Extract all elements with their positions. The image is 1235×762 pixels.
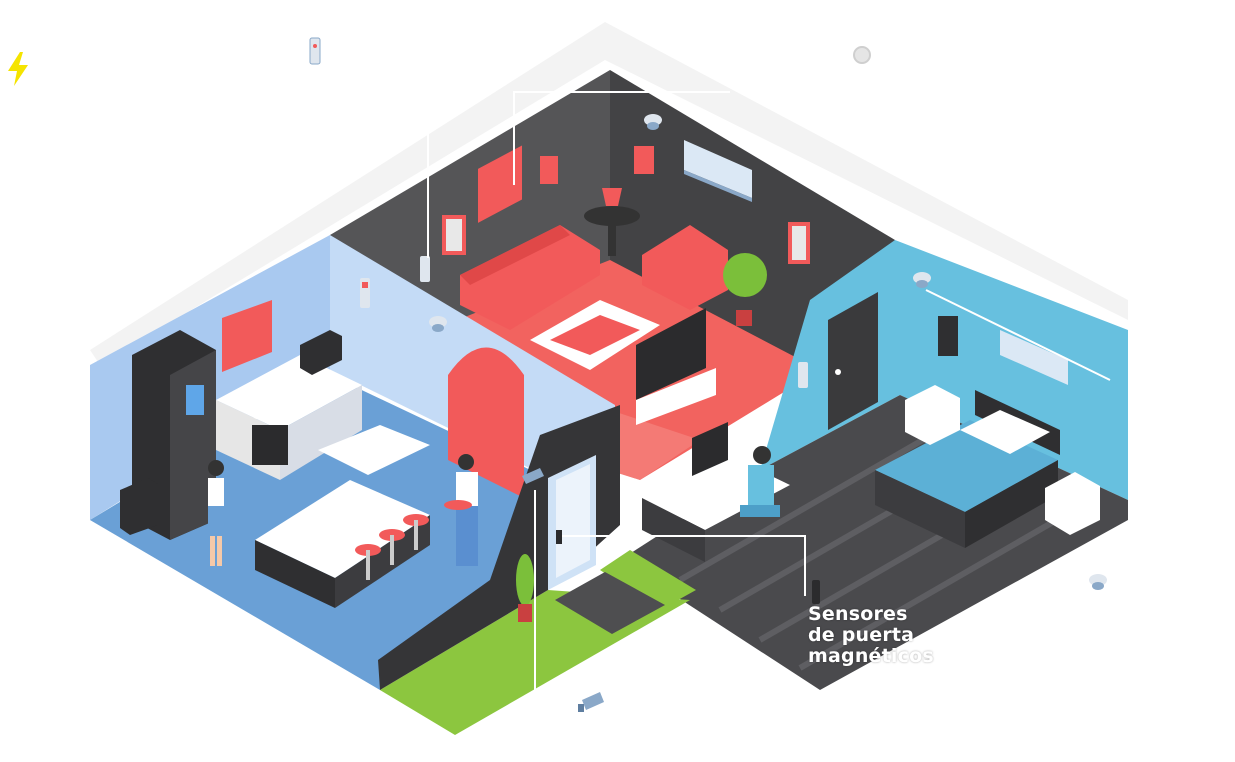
kitchen-island <box>255 425 430 608</box>
roof-outline <box>90 22 1128 365</box>
nightstand <box>905 385 960 445</box>
wall-switch-icon <box>798 362 808 388</box>
smoke-detector-icon <box>1089 574 1107 590</box>
wall-frame <box>478 145 522 223</box>
security-camera-icon <box>522 468 544 484</box>
callout-line-2: de puerta <box>808 624 915 646</box>
wall-frame-inner <box>792 226 806 260</box>
smoke-detector-icon <box>429 316 447 332</box>
potted-plant <box>516 554 534 622</box>
smoke-detector-icon <box>644 114 662 130</box>
front-door <box>548 455 596 590</box>
nightstand <box>1045 472 1100 535</box>
wall-switch-icon <box>309 37 321 65</box>
person-man <box>444 454 478 566</box>
security-camera-icon <box>578 692 604 712</box>
coffee-table <box>530 300 660 370</box>
potted-plant <box>723 253 767 326</box>
sensor-dot-icon <box>853 46 871 64</box>
lightning-icon <box>8 52 28 86</box>
smoke-detector-icon <box>913 272 931 288</box>
wall-switch-icon <box>360 278 370 308</box>
wall-frame <box>540 156 558 184</box>
wall-frame <box>634 146 654 174</box>
bar-stools <box>355 514 429 580</box>
door-sensor-icon <box>556 530 820 604</box>
wall-switch-icon <box>420 256 430 282</box>
air-conditioner-icon <box>1000 330 1068 385</box>
entrance-path <box>555 572 665 634</box>
side-table-with-lamp <box>584 188 640 256</box>
wall-frame-inner <box>446 219 462 251</box>
sofa <box>460 225 600 330</box>
garden-grass <box>600 550 696 610</box>
callout-line-1: Sensores <box>808 604 908 625</box>
air-conditioner-icon <box>684 140 752 202</box>
trash-bin <box>120 478 158 535</box>
kitchen-counter <box>216 355 362 480</box>
door-sensor-callout-label: Sensores de puerta magnéticos <box>808 604 938 668</box>
armchair <box>642 225 728 310</box>
person-at-desk <box>740 446 780 517</box>
microwave <box>300 330 342 375</box>
callout-lines <box>427 91 1111 690</box>
callout-line-3: magnéticos <box>808 645 934 667</box>
television <box>636 308 716 425</box>
bed <box>875 390 1060 548</box>
bedroom-door <box>828 292 878 430</box>
kitchen-wall-display <box>222 300 272 372</box>
person-woman <box>208 460 224 566</box>
wall-frame <box>938 316 958 356</box>
